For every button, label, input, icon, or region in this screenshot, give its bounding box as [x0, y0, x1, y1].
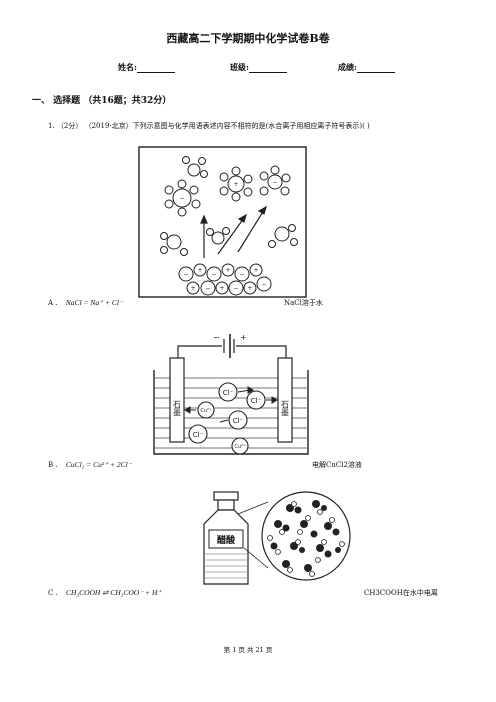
svg-text:+: +	[190, 285, 195, 292]
option-b-letter: B .	[48, 461, 58, 469]
svg-text:−: −	[239, 271, 244, 278]
bottle-label: 醋酸	[217, 534, 236, 546]
acetic-acid-diagram: 醋酸	[203, 491, 351, 585]
cl-ion-4: Cl⁻	[193, 431, 204, 439]
section-heading: 一、 选择题 （共16题；共32分）	[32, 96, 172, 106]
right-electrode-label: 石墨	[281, 400, 290, 416]
svg-text:−: −	[179, 195, 184, 202]
option-c-formula: CH₃COOH ⇌ CH₃COO⁻ + H⁺	[66, 588, 162, 597]
page-number: 第 1 页 共 21 页	[223, 646, 273, 654]
option-a-caption: NaCl溶于水	[284, 299, 323, 307]
score-label: 成绩:	[338, 62, 357, 72]
left-electrode-label: 石墨	[173, 400, 182, 416]
svg-text:−: −	[233, 285, 238, 292]
page-title: 西藏高二下学期期中化学试卷B卷	[166, 32, 330, 45]
cl-ion-2: Cl⁻	[251, 397, 262, 405]
cl-ion-1: Cl⁻	[223, 389, 234, 397]
svg-text:−: −	[272, 179, 277, 186]
svg-text:−: −	[261, 281, 266, 288]
battery-plus: +	[240, 333, 247, 342]
class-blank[interactable]	[248, 64, 287, 73]
class-label: 班级:	[230, 62, 249, 72]
option-b-caption: 电解CuCl2溶液	[312, 461, 362, 469]
option-c[interactable]: C . CH₃COOH ⇌ CH₃COO⁻ + H⁺	[48, 588, 161, 597]
question-stem: 1. （2分） （2019·北京）下列示意图与化学用语表述内容不相符的是(水合离…	[48, 122, 370, 130]
svg-text:−: −	[211, 271, 216, 278]
option-a-letter: A .	[48, 299, 58, 307]
svg-text:−: −	[205, 285, 210, 292]
cu-ion-1: Cu²⁺	[200, 408, 212, 414]
cl-ion-3: Cl⁻	[233, 417, 244, 425]
option-c-letter: C .	[48, 589, 58, 597]
svg-text:+: +	[253, 267, 258, 274]
svg-text:+: +	[247, 285, 252, 292]
svg-text:+: +	[233, 181, 238, 188]
electrolysis-diagram: − + 石墨 石墨 Cl⁻ Cl⁻ Cl⁻ Cl⁻ Cu²⁺ Cu²⁺	[153, 333, 309, 455]
svg-text:+: +	[225, 267, 230, 274]
option-b[interactable]: B . CuCl₂ = Cu²⁺ + 2Cl⁻	[48, 460, 132, 469]
battery-minus: −	[213, 333, 220, 342]
svg-text:−: −	[183, 271, 188, 278]
svg-text:+: +	[219, 285, 224, 292]
score-blank[interactable]	[356, 64, 395, 73]
cu-ion-2: Cu²⁺	[234, 444, 246, 450]
score-field: 成绩:	[338, 62, 395, 73]
name-label: 姓名:	[118, 62, 137, 72]
option-a-formula: NaCl = Na⁺ + Cl⁻	[65, 298, 123, 307]
option-c-caption: CH3COOH在水中电离	[364, 589, 438, 597]
nacl-dissolution-diagram: −+− −+−+−+ +−+−+−	[138, 146, 307, 298]
name-blank[interactable]	[136, 64, 175, 73]
class-field: 班级:	[230, 62, 287, 73]
name-field: 姓名:	[118, 62, 175, 73]
option-b-formula: CuCl₂ = Cu²⁺ + 2Cl⁻	[65, 460, 132, 469]
option-a[interactable]: A . NaCl = Na⁺ + Cl⁻	[48, 298, 123, 307]
svg-text:+: +	[197, 267, 202, 274]
